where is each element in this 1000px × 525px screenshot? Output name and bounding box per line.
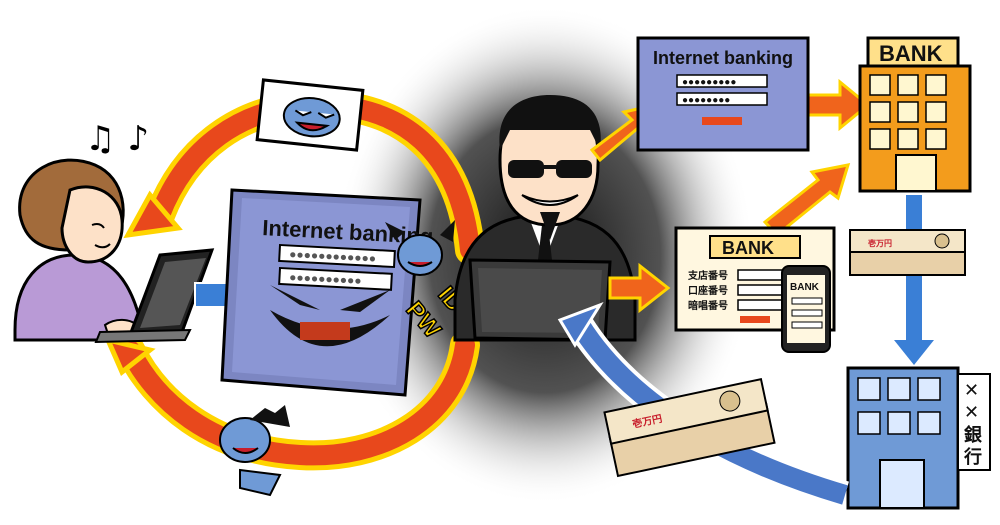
victim-person [13, 158, 142, 342]
banknote-label-right: 壱万円 [868, 238, 892, 248]
thief-monster-top [385, 220, 455, 276]
form-field-2: 口座番号 [688, 284, 728, 297]
form-title: BANK [722, 238, 774, 258]
other-bank-sign-4: 行 [963, 446, 982, 468]
form-field-3: 暗唱番号 [688, 299, 728, 312]
form-field-1: 支店番号 [687, 269, 728, 282]
smartphone: BANK [781, 265, 831, 353]
victim-laptop [94, 248, 215, 344]
other-bank-building: ✕ ✕ 銀 行 [846, 366, 991, 510]
fake-screen-pw-field: ●●●●●●●●●● [289, 270, 362, 288]
svg-text:♫ ♪: ♫ ♪ [85, 119, 149, 159]
music-notes: ♫ ♪ [85, 119, 149, 159]
login-title: Internet banking [653, 48, 793, 68]
bank-sign: BANK [879, 41, 943, 66]
thief-monster-bottom [219, 405, 290, 497]
other-bank-sign-2: ✕ [964, 402, 979, 423]
login-id-field: ●●●●●●●●● [682, 77, 736, 88]
login-screen: Internet banking ●●●●●●●●● ●●●●●●●● [636, 36, 810, 152]
fake-banking-screen: Internet banking ●●●●●●●●●●●● ●●●●●●●●●● [220, 188, 434, 397]
fake-screen-id-field: ●●●●●●●●●●●● [289, 247, 377, 266]
arrow-hacker-to-form [608, 262, 671, 314]
arrow-form-to-bank [762, 163, 851, 238]
cycle-arrow-bottom [103, 330, 480, 471]
other-bank-sign-1: ✕ [964, 380, 979, 401]
bank-building: BANK [858, 36, 972, 193]
money-stack-bottom: 壱万円 [603, 377, 776, 478]
arrow-login-to-bank [806, 78, 871, 132]
money-stack-right: 壱万円 [849, 229, 966, 276]
login-pw-field: ●●●●●●●● [682, 95, 730, 106]
phone-title: BANK [790, 282, 820, 293]
blue-down-arrow [894, 195, 934, 365]
phishing-email-card [255, 78, 365, 152]
other-bank-sign-3: 銀 [964, 424, 982, 446]
